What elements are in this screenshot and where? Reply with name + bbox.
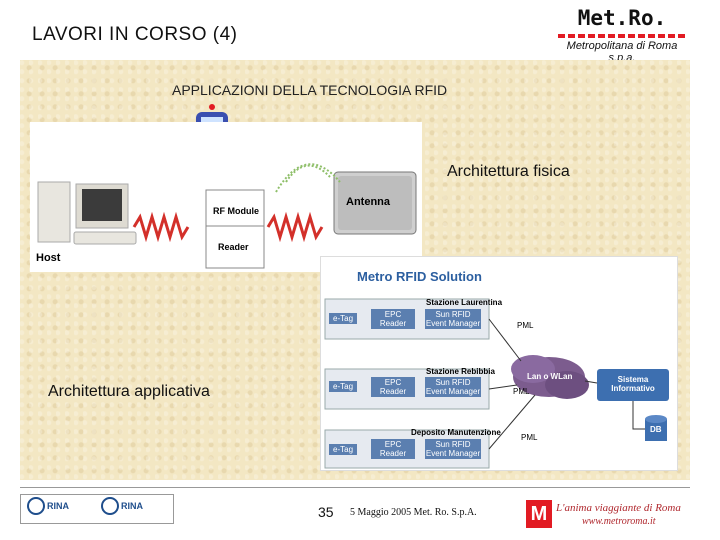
etag-box: e-Tag [329,381,358,392]
footer-website: www.metroroma.it [582,516,656,527]
footer-date: 5 Maggio 2005 Met. Ro. S.p.A. [350,507,477,518]
footer-divider [20,487,690,488]
logo-text: Met.Ro. [577,6,667,30]
station-name: Stazione Laurentina [426,298,503,307]
page-number: 35 [318,504,334,520]
rf-module-label: RF Module [213,206,259,216]
network-label: Lan o WLan [527,372,573,381]
slide-title: LAVORI IN CORSO (4) [32,24,238,45]
section-subtitle: APPLICAZIONI DELLA TECNOLOGIA RFID [172,82,448,98]
antenna-label: Antenna [346,196,390,208]
sun-event-manager-box: Sun RFID Event Manager [425,377,481,397]
pml-label: PML [517,321,534,330]
metro-m-letter: M [530,503,548,525]
station-name: Deposito Manutenzione [411,428,501,437]
application-architecture-diagram: Metro RFID Solution Stazione Laurentina … [320,256,678,471]
etag-box: e-Tag [329,313,358,324]
etag-box: e-Tag [329,444,358,455]
metro-logo: Met.Ro. Metropolitana di Roma s.p.a. [556,6,688,64]
system-label: Sistema Informativo [611,375,655,393]
metro-m-logo-icon: M [526,500,552,528]
station-name: Stazione Rebibbia [426,367,495,376]
db-label: DB [650,425,662,434]
physical-architecture-diagram: Host RF Module Reader Antenna [30,122,422,272]
pml-label: PML [521,433,538,442]
logo-dash-line [558,34,686,38]
epc-reader-box: EPC Reader [371,309,415,329]
app-diagram-title: Metro RFID Solution [357,269,482,284]
rina-seal-icon [27,497,45,515]
rina-label: RINA [120,501,143,511]
rina-seal-icon [101,497,119,515]
pml-label: PML [513,387,530,396]
rina-certification-logos: RINA RINA [20,494,174,524]
rina-label: RINA [46,501,69,511]
footer-slogan: L'anima viaggiante di Roma [556,502,681,514]
application-architecture-label: Architettura applicativa [48,383,210,400]
sun-event-manager-box: Sun RFID Event Manager [425,309,481,329]
sun-event-manager-box: Sun RFID Event Manager [425,439,481,459]
epc-reader-box: EPC Reader [371,439,415,459]
epc-reader-box: EPC Reader [371,377,415,397]
host-label: Host [36,252,61,264]
reader-label: Reader [218,242,249,252]
physical-architecture-label: Architettura fisica [447,163,570,180]
